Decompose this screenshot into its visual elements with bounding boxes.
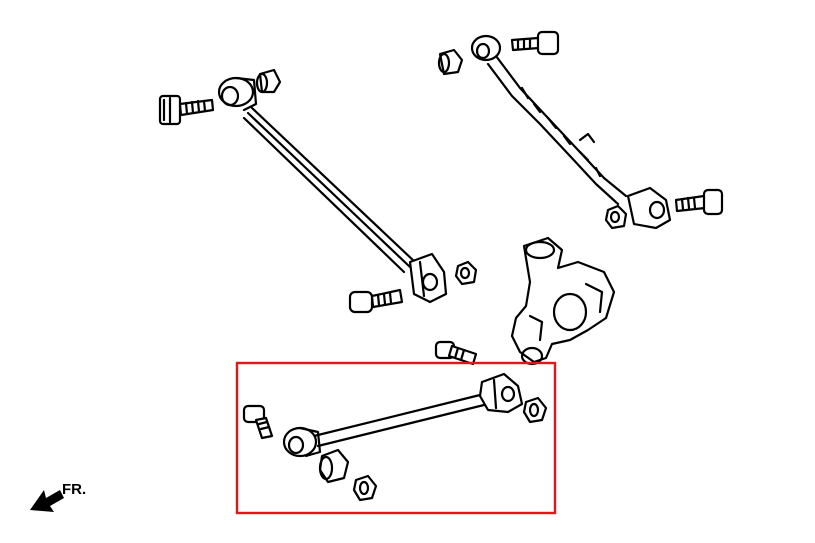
nut-lower-link: [352, 474, 378, 502]
direction-label: FR.: [62, 481, 86, 498]
front-direction-arrow-icon: [30, 490, 64, 512]
upper-right-adjustable-link: [470, 34, 672, 230]
bolt-upper-left: [158, 94, 215, 126]
nut-lower-link-right: [522, 396, 548, 424]
upper-left-lateral-link: [217, 76, 448, 304]
lower-lateral-link: [282, 372, 524, 458]
bolt-adjustable-link-lower: [674, 188, 724, 216]
bushing-upper-right: [437, 48, 464, 76]
nut-adjustable-link: [604, 204, 628, 230]
bushing-lower-link: [318, 448, 350, 484]
rear-knuckle: [510, 236, 616, 366]
bolt-knuckle: [434, 340, 478, 366]
bolt-left-link-lower: [348, 288, 404, 314]
bolt-upper-right: [510, 30, 560, 56]
highlight-box: [235, 361, 557, 515]
bolt-lower-link: [242, 404, 274, 440]
bushing-upper-left: [255, 68, 282, 94]
nut-left-link: [454, 260, 478, 286]
